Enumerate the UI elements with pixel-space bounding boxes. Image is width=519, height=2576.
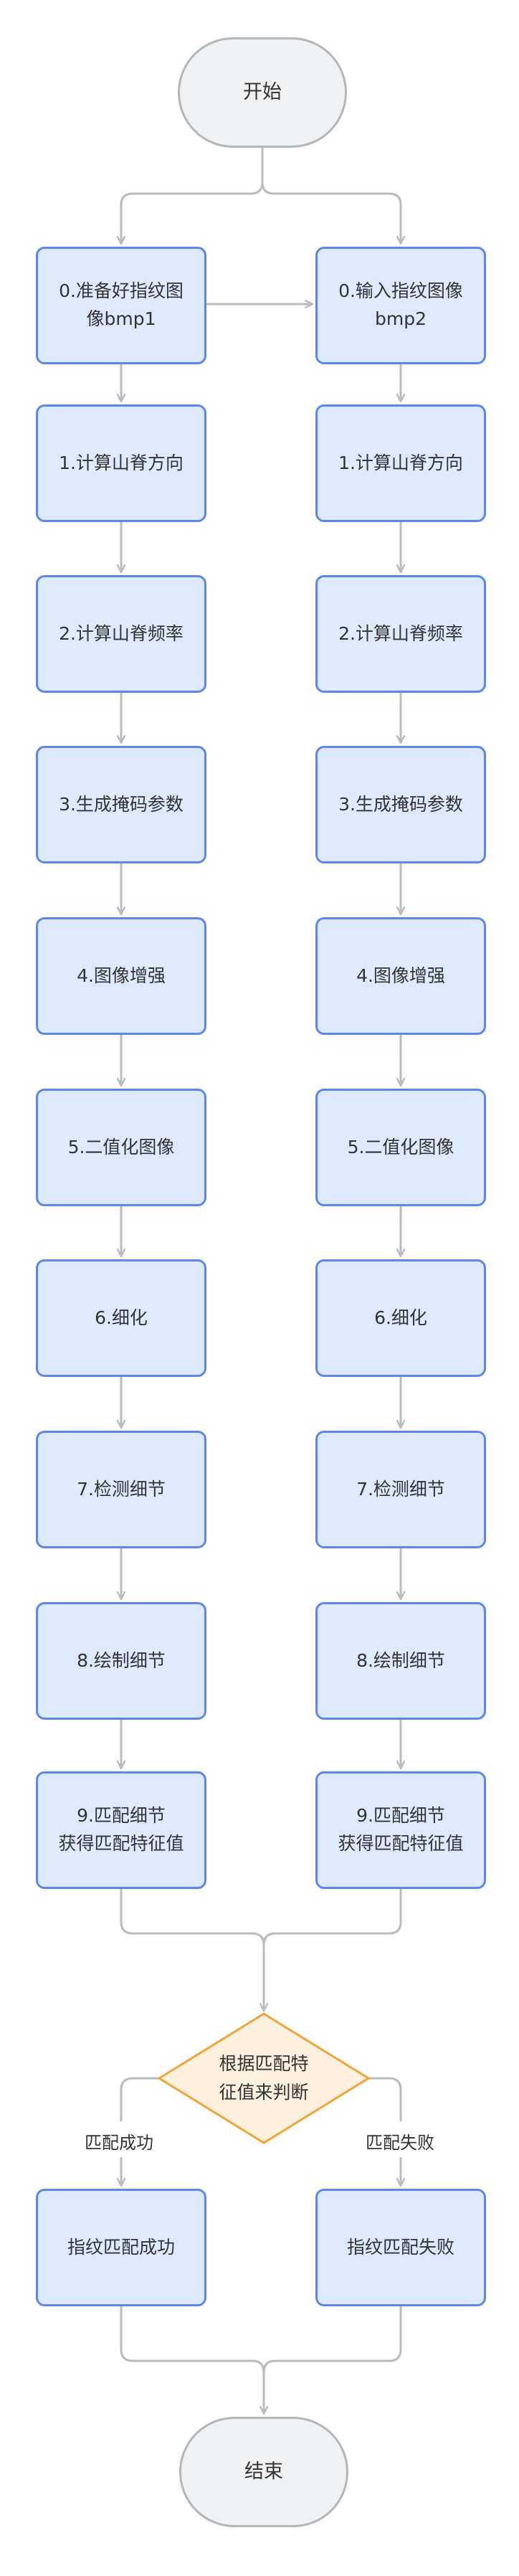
right-step-3-box: 3.生成掩码参数 — [315, 746, 486, 863]
connector-1 — [261, 148, 401, 244]
right-step-9-box: 9.匹配细节获得匹配特征值 — [315, 1771, 486, 1889]
left-step-5-box: 5.二值化图像 — [36, 1089, 206, 1206]
connector-0 — [121, 148, 264, 244]
right-step-6-box: 6.细化 — [315, 1259, 486, 1377]
left-step-1-box: 1.计算山脊方向 — [36, 404, 206, 522]
left-step-7-box: 7.检测细节 — [36, 1431, 206, 1548]
right-step-2-box: 2.计算山脊频率 — [315, 575, 486, 693]
right-step-8-box: 8.绘制细节 — [315, 1602, 486, 1720]
decision-diamond — [157, 2012, 371, 2144]
left-step-4-box: 4.图像增强 — [36, 917, 206, 1035]
branch-label-success: 匹配成功 — [85, 2133, 153, 2153]
right-step-7-box: 7.检测细节 — [315, 1431, 486, 1548]
end-terminal: 结束 — [179, 2417, 348, 2527]
right-step-1-box: 1.计算山脊方向 — [315, 404, 486, 522]
connector-23 — [120, 2077, 159, 2121]
left-step-3-box: 3.生成掩码参数 — [36, 746, 206, 863]
left-step-9-box: 9.匹配细节获得匹配特征值 — [36, 1771, 206, 1889]
connector-22 — [262, 1889, 402, 1946]
result-fail-box: 指纹匹配失败 — [315, 2189, 486, 2306]
connector-21 — [120, 1889, 264, 2011]
result-success-box: 指纹匹配成功 — [36, 2189, 206, 2306]
connector-25 — [368, 2077, 402, 2121]
start-terminal: 开始 — [178, 37, 347, 148]
left-step-8-box: 8.绘制细节 — [36, 1602, 206, 1720]
right-step-5-box: 5.二值化图像 — [315, 1089, 486, 1206]
left-step-0-box: 0.准备好指纹图像bmp1 — [36, 247, 206, 364]
left-step-2-box: 2.计算山脊频率 — [36, 575, 206, 693]
decision-label: 根据匹配特征值来判断 — [219, 2053, 309, 2103]
connector-27 — [120, 2306, 264, 2414]
right-step-4-box: 4.图像增强 — [315, 917, 486, 1035]
left-step-6-box: 6.细化 — [36, 1259, 206, 1377]
branch-label-fail: 匹配失败 — [366, 2133, 434, 2153]
connector-28 — [262, 2306, 402, 2373]
